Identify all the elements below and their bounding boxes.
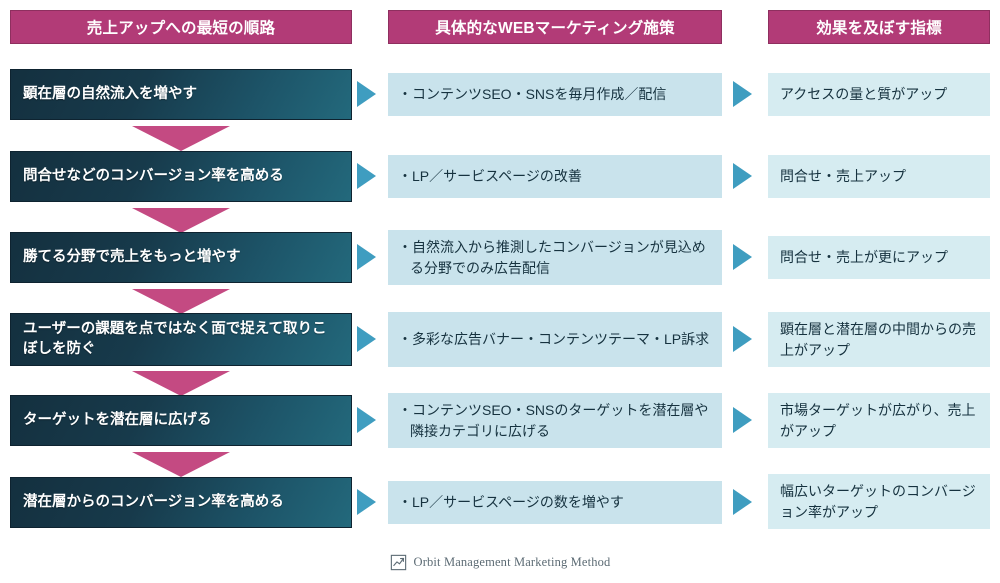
effect-box-2[interactable]: 問合せ・売上アップ: [768, 155, 990, 198]
tactic-box-1[interactable]: ・コンテンツSEO・SNSを毎月作成／配信: [388, 73, 722, 116]
column-header-tactics: 具体的なWEBマーケティング施策: [388, 10, 722, 44]
flow-arrow-right-icon-4b: [733, 326, 752, 352]
flow-arrow-right-icon-1a: [357, 81, 376, 107]
flow-arrow-down-icon-4: [132, 371, 230, 396]
tactic-box-5[interactable]: ・コンテンツSEO・SNSのターゲットを潜在層や隣接カテゴリに広げる: [388, 393, 722, 448]
footer-branding: Orbit Management Marketing Method: [0, 554, 1000, 571]
tactic-text-5: ・コンテンツSEO・SNSのターゲットを潜在層や隣接カテゴリに広げる: [398, 402, 709, 439]
effect-box-3[interactable]: 問合せ・売上が更にアップ: [768, 236, 990, 279]
flow-arrow-down-icon-3: [132, 289, 230, 314]
tactic-text-3: ・自然流入から推測したコンバージョンが見込める分野でのみ広告配信: [398, 239, 706, 276]
flow-arrow-right-icon-6a: [357, 489, 376, 515]
tactic-text-6: ・LP／サービスページの数を増やす: [398, 494, 624, 511]
step-box-6[interactable]: 潜在層からのコンバージョン率を高める: [10, 477, 352, 528]
step-box-3[interactable]: 勝てる分野で売上をもっと増やす: [10, 232, 352, 283]
column-header-metrics: 効果を及ぼす指標: [768, 10, 990, 44]
tactic-text-1: ・コンテンツSEO・SNSを毎月作成／配信: [398, 86, 667, 103]
tactic-text-4: ・多彩な広告バナー・コンテンツテーマ・LP訴求: [398, 331, 710, 348]
tactic-text-2: ・LP／サービスページの改善: [398, 168, 582, 185]
effect-box-5[interactable]: 市場ターゲットが広がり、売上がアップ: [768, 393, 990, 448]
flow-arrow-right-icon-3b: [733, 244, 752, 270]
flow-arrow-right-icon-5a: [357, 407, 376, 433]
flow-arrow-right-icon-3a: [357, 244, 376, 270]
flow-arrow-right-icon-2b: [733, 163, 752, 189]
effect-box-4[interactable]: 顕在層と潜在層の中間からの売上がアップ: [768, 312, 990, 367]
step-box-4[interactable]: ユーザーの課題を点ではなく面で捉えて取りこぼしを防ぐ: [10, 313, 352, 366]
flow-arrow-right-icon-2a: [357, 163, 376, 189]
tactic-box-6[interactable]: ・LP／サービスページの数を増やす: [388, 481, 722, 524]
flow-arrow-right-icon-1b: [733, 81, 752, 107]
effect-box-6[interactable]: 幅広いターゲットのコンバージョン率がアップ: [768, 474, 990, 529]
flow-arrow-right-icon-4a: [357, 326, 376, 352]
tactic-box-2[interactable]: ・LP／サービスページの改善: [388, 155, 722, 198]
flow-arrow-down-icon-5: [132, 452, 230, 477]
step-box-1[interactable]: 顕在層の自然流入を増やす: [10, 69, 352, 120]
flow-arrow-right-icon-5b: [733, 407, 752, 433]
flow-arrow-right-icon-6b: [733, 489, 752, 515]
tactic-box-3[interactable]: ・自然流入から推測したコンバージョンが見込める分野でのみ広告配信: [388, 230, 722, 285]
column-header-route: 売上アップへの最短の順路: [10, 10, 352, 44]
tactic-box-4[interactable]: ・多彩な広告バナー・コンテンツテーマ・LP訴求: [388, 312, 722, 367]
step-box-5[interactable]: ターゲットを潜在層に広げる: [10, 395, 352, 446]
footer-brand-text: Orbit Management Marketing Method: [413, 555, 611, 569]
flow-arrow-down-icon-2: [132, 208, 230, 233]
step-box-2[interactable]: 問合せなどのコンバージョン率を高める: [10, 151, 352, 202]
flow-arrow-down-icon-1: [132, 126, 230, 151]
chart-growth-icon: [390, 554, 406, 571]
effect-box-1[interactable]: アクセスの量と質がアップ: [768, 73, 990, 116]
